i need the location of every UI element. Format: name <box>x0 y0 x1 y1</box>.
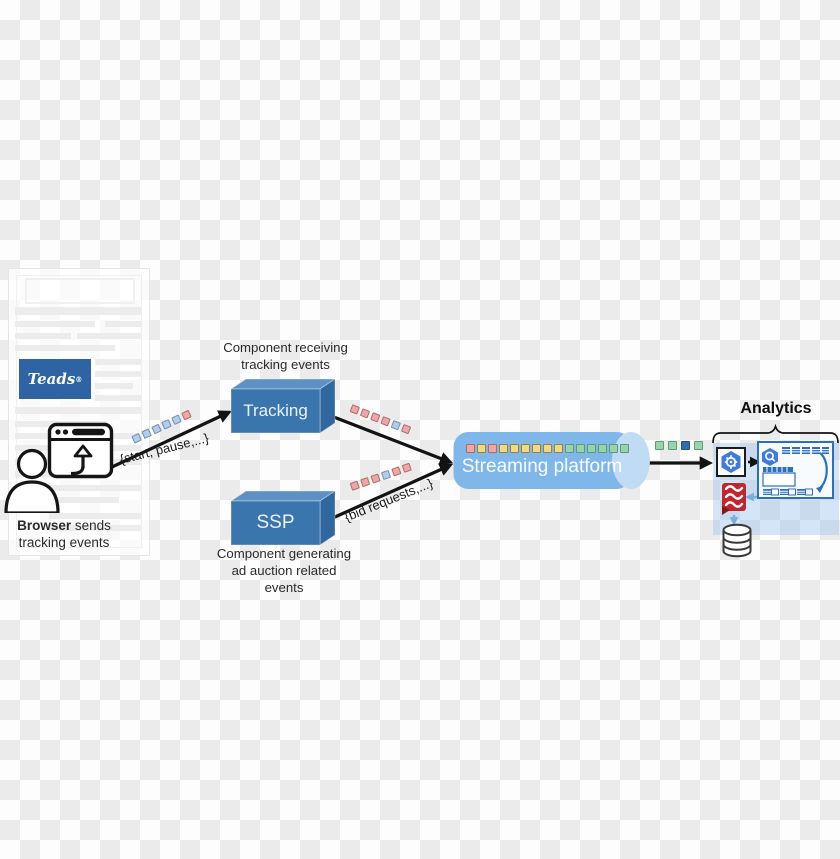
blue-event-square <box>390 420 401 431</box>
browser-dot <box>62 429 69 435</box>
placeholder-bar <box>95 383 133 389</box>
ssp-box: SSP <box>229 489 337 547</box>
streaming-platform-label: Streaming platform <box>461 456 623 477</box>
placeholder-bar <box>15 333 71 339</box>
bigquery-hexagon-icon <box>762 448 778 466</box>
browser-caption-line2: tracking events <box>18 535 110 550</box>
red-event-square <box>400 423 412 435</box>
registered-mark: ® <box>75 374 83 384</box>
darkblue-event-square <box>681 441 690 450</box>
yellow-event-square <box>543 444 552 453</box>
ssp-box-label: SSP <box>256 512 295 533</box>
placeholder-bar <box>105 321 141 327</box>
red-event-square <box>370 473 381 484</box>
teads-logo-text: Teads <box>27 370 76 388</box>
ssp-caption: Component generating ad auction related … <box>198 545 370 596</box>
placeholder-bar <box>49 497 119 503</box>
red-event-square <box>380 416 391 427</box>
browser-caption-bold: Browser <box>17 518 72 533</box>
upload-arrow-tail <box>70 465 85 476</box>
scalding-icon <box>722 483 746 515</box>
ssp-caption-line1: Component generating <box>216 546 352 561</box>
red-event-square <box>370 412 381 423</box>
red-event-square <box>391 466 402 477</box>
browser-upload-icon <box>47 422 114 479</box>
green-event-square <box>598 444 607 453</box>
green-event-square <box>694 441 703 450</box>
yellow-event-square <box>510 444 519 453</box>
placeholder-bar <box>95 359 141 365</box>
blue-event-square <box>161 419 172 430</box>
output-events-squares <box>655 441 703 450</box>
green-event-square <box>565 444 574 453</box>
ssp-caption-line2: ad auction related <box>231 563 337 578</box>
red-event-square <box>360 477 371 488</box>
placeholder-bar <box>15 307 141 315</box>
query-warehouse-box <box>757 441 834 499</box>
result-panel <box>762 472 796 487</box>
yellow-event-square <box>532 444 541 453</box>
tracking-box-label: Tracking <box>243 401 308 420</box>
placeholder-bar <box>49 485 141 491</box>
red-event-square <box>181 409 192 421</box>
webpage-banner-placeholder <box>25 278 135 304</box>
yellow-event-square <box>499 444 508 453</box>
database-icon <box>722 523 752 558</box>
placeholder-bar <box>49 513 141 519</box>
red-event-square <box>488 444 497 453</box>
processing-engine-box <box>716 447 746 477</box>
browser-dot <box>55 429 61 435</box>
placeholder-bar <box>77 333 141 339</box>
green-event-square <box>587 444 596 453</box>
green-event-square <box>609 444 618 453</box>
blue-event-square <box>380 469 392 481</box>
yellow-event-square <box>521 444 530 453</box>
refresh-arrow-head <box>816 486 824 493</box>
green-event-square <box>655 441 664 450</box>
browser-caption-rest: sends <box>71 518 111 533</box>
browser-address-bar <box>72 428 105 436</box>
green-event-square <box>668 441 677 450</box>
user-icon <box>4 448 60 513</box>
browser-caption: Browser sends tracking events <box>0 517 128 551</box>
analytics-title: Analytics <box>740 400 812 417</box>
platform-queue-squares <box>466 444 629 453</box>
table-icon-row <box>782 447 829 454</box>
table-header-bar <box>763 467 793 472</box>
browser-caption-line1: Browser sends <box>0 517 128 534</box>
blue-event-square <box>141 428 152 439</box>
hexagon-gear-icon <box>721 451 741 473</box>
tracking-caption-line2: tracking events <box>241 357 330 372</box>
placeholder-bar <box>15 321 95 327</box>
refresh-arrow-icon <box>819 452 828 489</box>
yellow-event-square <box>477 444 486 453</box>
upload-arrow-head <box>73 444 93 458</box>
red-event-square <box>349 480 360 491</box>
placeholder-bar <box>95 371 141 377</box>
green-event-square <box>576 444 585 453</box>
placeholder-bar <box>15 345 115 351</box>
red-event-square <box>401 462 412 473</box>
placeholder-bar <box>49 525 141 531</box>
placeholder-bar <box>15 407 141 414</box>
tracking-caption-line1: Component receiving <box>223 340 348 355</box>
ssp-box-shape <box>229 490 337 546</box>
placeholder-bar <box>15 445 75 451</box>
teads-logo: Teads® <box>19 359 91 399</box>
red-event-square <box>359 408 371 419</box>
tracking-events-squares <box>349 404 412 435</box>
tracking-caption: Component receiving tracking events <box>208 339 363 373</box>
placeholder-bar <box>95 395 141 401</box>
red-event-square <box>349 404 360 415</box>
green-event-square <box>620 444 629 453</box>
blue-event-square <box>171 414 182 426</box>
table-icon-bottom-row <box>763 488 813 496</box>
yellow-event-square <box>554 444 563 453</box>
blue-event-square <box>151 423 162 435</box>
query-warehouse-contents <box>762 447 829 496</box>
tracking-box: Tracking <box>229 377 337 435</box>
ssp-caption-line3: events <box>264 580 304 595</box>
red-event-square <box>466 444 475 453</box>
